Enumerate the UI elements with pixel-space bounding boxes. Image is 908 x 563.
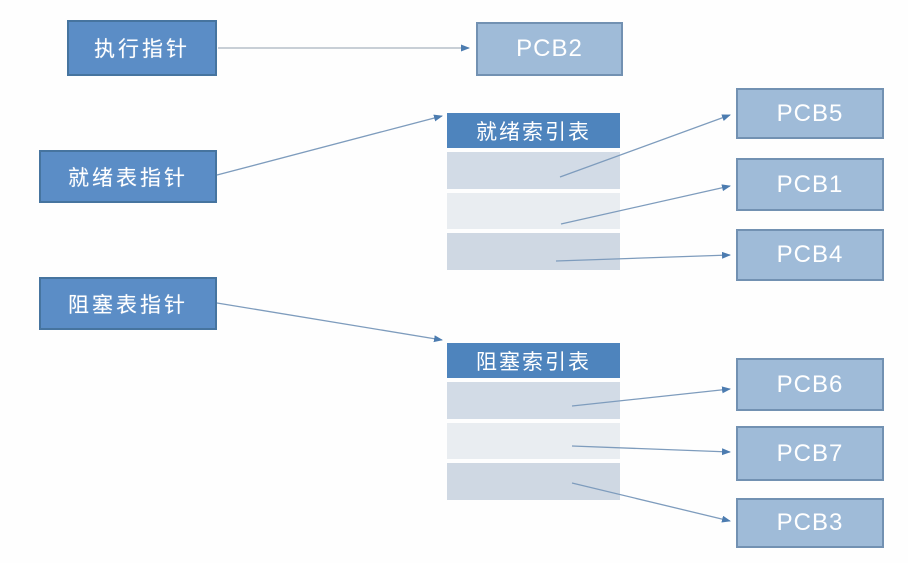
ready-index-table-header: 就绪索引表: [447, 113, 620, 148]
pcb3-box: PCB3: [736, 498, 884, 548]
pcb7-label: PCB7: [776, 439, 844, 467]
execute-pointer-box: 执行指针: [67, 20, 217, 76]
table-row: [447, 152, 620, 189]
blocked-index-table-header: 阻塞索引表: [447, 343, 620, 378]
pcb6-box: PCB6: [736, 358, 884, 411]
pcb5-label: PCB5: [776, 99, 844, 127]
table-row: [447, 233, 620, 270]
pcb6-label: PCB6: [776, 370, 844, 398]
execute-pointer-label: 执行指针: [94, 38, 190, 61]
pcb1-label: PCB1: [776, 170, 844, 198]
pcb1-box: PCB1: [736, 158, 884, 211]
blocked-list-pointer-label: 阻塞表指针: [68, 293, 188, 317]
blocked-index-table-title: 阻塞索引表: [476, 350, 591, 374]
table-row: [447, 382, 620, 419]
pcb4-label: PCB4: [776, 241, 844, 268]
table-row: [447, 423, 620, 459]
pcb2-label: PCB2: [516, 35, 583, 62]
pcb3-label: PCB3: [776, 509, 844, 536]
pcb5-box: PCB5: [736, 88, 884, 139]
ready-index-table-title: 就绪索引表: [476, 120, 591, 144]
table-row: [447, 193, 620, 229]
blocked-index-table: 阻塞索引表: [447, 343, 620, 500]
arrow-readyptr-to-readytable: [216, 114, 443, 176]
table-row: [447, 463, 620, 500]
ready-list-pointer-box: 就绪表指针: [39, 150, 217, 203]
ready-list-pointer-label: 就绪表指针: [68, 166, 188, 190]
arrow-blockedptr-to-blockedtable: [216, 302, 443, 343]
pcb7-box: PCB7: [736, 426, 884, 481]
pcb4-box: PCB4: [736, 229, 884, 281]
blocked-list-pointer-box: 阻塞表指针: [39, 277, 217, 330]
pcb2-box: PCB2: [476, 22, 623, 76]
ready-index-table: 就绪索引表: [447, 113, 620, 270]
